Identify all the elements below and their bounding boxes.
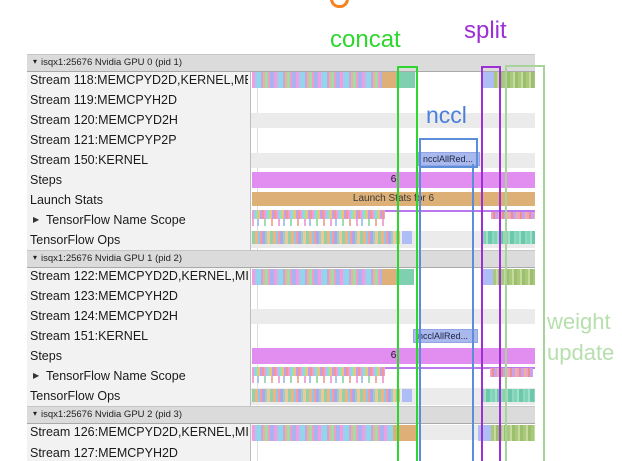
tf-name-scope-right-cluster-gpu1[interactable] [490,368,533,377]
stream118-weight-update-events[interactable] [494,72,535,88]
tf-name-scope-span-gpu0[interactable] [385,210,535,212]
collapse-icon[interactable]: ▾ [33,57,38,66]
split-annotation-rect [481,66,501,461]
weight-update-line1: weight [547,309,611,334]
weight-update-annotation-rect [505,65,545,461]
track-label-steps: Steps [30,173,62,187]
track-label-tf-ops: TensorFlow Ops [30,389,121,403]
nccl-selection-guide-left [419,164,421,461]
stream122-kernel-events[interactable] [252,269,382,285]
stream150-nccl-allreduce-bar[interactable]: ncclAllRed... [418,152,480,166]
track-label-stream127: Stream 127:MEMCPYH2D [30,446,178,460]
track-label-launch-stats: Launch Stats [30,193,103,207]
stream126-event[interactable] [393,425,417,441]
stream122-event[interactable] [382,269,396,285]
stream118-split-event[interactable] [482,72,494,88]
row-stripe [251,113,535,128]
tf-name-scope-drips-gpu1[interactable] [252,376,385,383]
track-label-stream151: Stream 151:KERNEL [30,329,149,343]
row-stripe [251,309,535,324]
process-header-label: ▾isqx1:25676 Nvidia GPU 0 (pid 1) [33,57,183,68]
tf-ops-bars-gpu1[interactable] [252,389,400,402]
stream151-nccl-allreduce-bar[interactable]: ncclAllRed... [413,329,478,343]
tf-ops-nccl-segment-gpu0[interactable] [402,231,412,244]
process-header-gpu1[interactable]: ▾isqx1:25676 Nvidia GPU 1 (pid 2) [27,250,535,268]
concat-annotation-label: concat [330,26,401,53]
tf-ops-bars-gpu0[interactable] [252,231,400,244]
track-label-tf-ops: TensorFlow Ops [30,233,121,247]
track-label-stream124: Stream 124:MEMCPYD2H [30,309,178,323]
nccl-annotation-label: nccl [426,102,467,128]
collapse-icon[interactable]: ▾ [33,409,38,418]
stream122-weight-update-events[interactable] [493,269,535,285]
stream118-concat-event[interactable] [396,72,415,88]
tf-name-scope-bars-gpu1[interactable] [252,367,385,376]
track-label-stream150: Stream 150:KERNEL [30,153,149,167]
track-label-stream123: Stream 123:MEMCPYH2D [30,289,178,303]
clipped-orange-glyph [330,0,349,8]
tf-name-scope-bars-gpu0[interactable] [252,210,385,219]
tf-ops-nccl-segment-gpu1[interactable] [402,389,412,402]
track-label-stream119: Stream 119:MEMCPYH2D [30,93,178,107]
stream122-concat-event[interactable] [396,269,414,285]
collapse-icon[interactable]: ▾ [33,253,38,262]
process-header-label: ▾isqx1:25676 Nvidia GPU 1 (pid 2) [33,253,183,264]
tf-name-scope-right-cluster-gpu0[interactable] [491,212,535,219]
track-label-stream126: Stream 126:MEMCPYD2D,KERNEL,MI [30,425,248,439]
tf-name-scope-drips-gpu0[interactable] [252,219,385,226]
track-label-tf-name-scope[interactable]: ▶TensorFlow Name Scope [30,210,264,230]
track-label-tf-name-scope[interactable]: ▶TensorFlow Name Scope [30,366,264,386]
concat-annotation-rect [397,66,418,461]
launch-stats-bar-gpu0[interactable]: Launch Stats for 6 [252,192,535,206]
track-label-stream121: Stream 121:MEMCPYP2P [30,133,177,147]
process-header-label: ▾isqx1:25676 Nvidia GPU 2 (pid 3) [33,409,183,420]
stream126-weight-update-events[interactable] [491,425,535,441]
track-label-steps: Steps [30,349,62,363]
stream122-split-event[interactable] [481,269,493,285]
stream118-kernel-events[interactable] [252,72,382,88]
expand-icon[interactable]: ▶ [33,215,40,224]
track-label-stream118: Stream 118:MEMCPYD2D,KERNEL,ME [30,73,248,87]
nccl-selection-guide-right [472,164,474,461]
weight-update-line2: update [547,340,615,365]
tf-name-scope-span-gpu1[interactable] [385,367,535,369]
stream118-event[interactable] [382,72,396,88]
tf-ops-right-cluster-gpu1[interactable] [481,389,535,402]
steps-bar-gpu0[interactable]: 6 [252,172,535,188]
steps-bar-gpu1[interactable]: 6 [252,348,535,364]
nccl-selection-box [419,138,478,168]
expand-icon[interactable]: ▶ [33,371,40,380]
split-annotation-label: split [464,17,507,44]
tf-ops-right-cluster-gpu0[interactable] [483,231,535,244]
weight-update-annotation-label: weight update [547,306,614,368]
track-label-stream122: Stream 122:MEMCPYD2D,KERNEL,MI [30,269,248,283]
track-label-stream120: Stream 120:MEMCPYD2H [30,113,178,127]
stream126-kernel-events[interactable] [252,425,393,441]
process-header-gpu2[interactable]: ▾isqx1:25676 Nvidia GPU 2 (pid 3) [27,406,535,424]
